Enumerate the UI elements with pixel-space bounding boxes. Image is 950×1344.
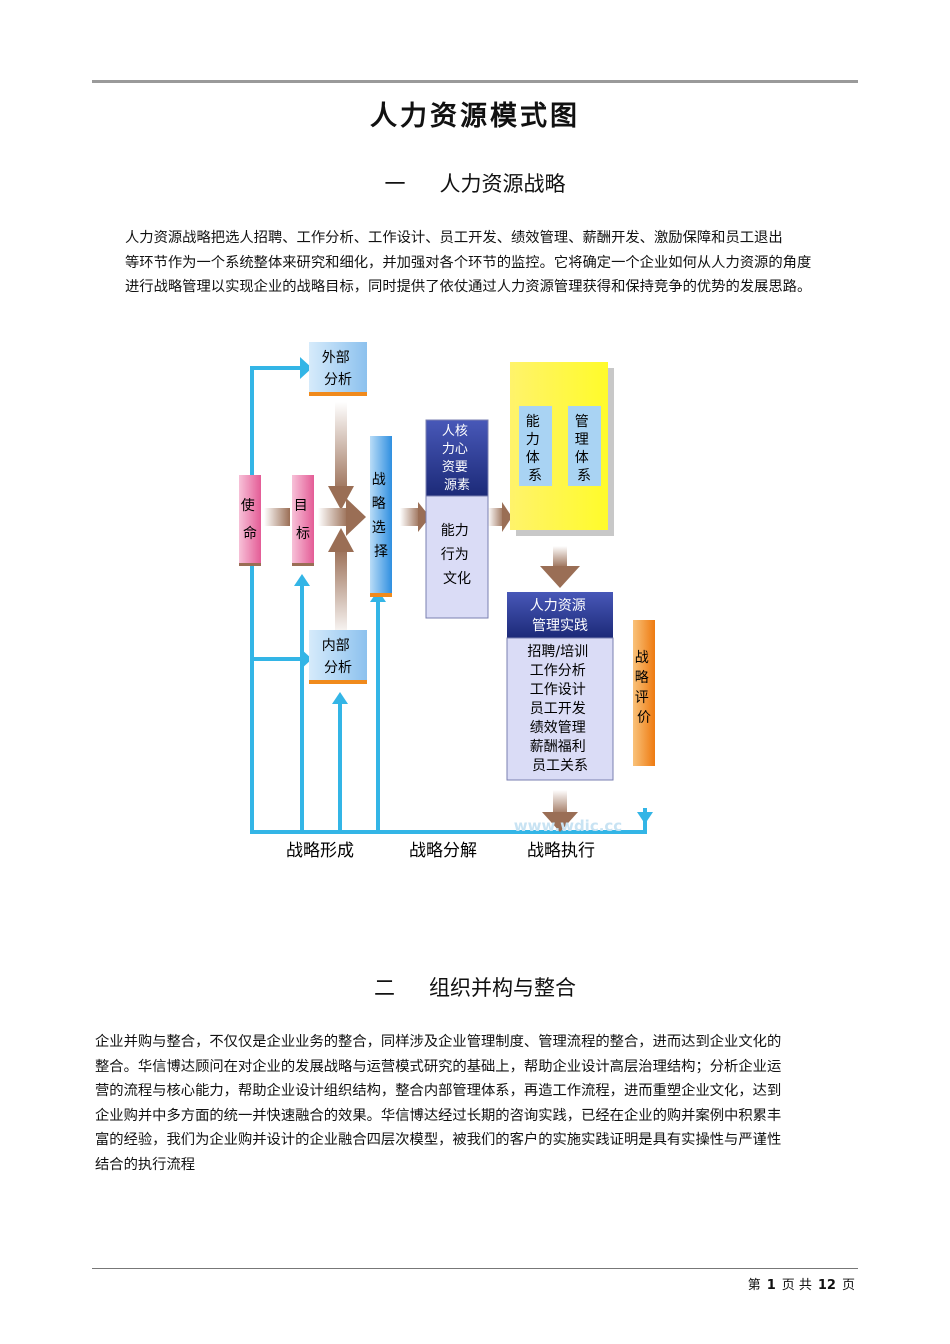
goal-char: 标 [296, 526, 310, 542]
hr-practice-item: 员工开发 [530, 701, 586, 717]
capability-culture-label: 能力 行为 文化 [441, 523, 473, 587]
paragraph-line: 结合的执行流程 [95, 1156, 196, 1173]
capability-system-char: 系 [528, 468, 542, 484]
hr-practice-header-label: 人力资源 管理实践 [530, 598, 590, 634]
strategy-evaluation-char: 价 [637, 710, 651, 726]
hr-practice-item: 工作分析 [530, 663, 586, 679]
hr-practice-list: 招聘/培训 工作分析 工作设计 员工开发 绩效管理 薪酬福利 员工关系 [527, 644, 592, 774]
external-analysis-line: 外部 [322, 350, 350, 366]
capability-system-char: 体 [526, 450, 540, 466]
section2-number: 二 [374, 976, 395, 1000]
footer-mid: 页 共 [781, 1278, 812, 1293]
paragraph-line: 企业购并中多方面的统一并快速融合的效果。华信博达经过长期的咨询实践，已经在企业的… [95, 1107, 782, 1124]
management-system-char: 管 [575, 414, 589, 430]
paragraph-line: 企业并购与整合，不仅仅是企业业务的整合，同样涉及企业管理制度、管理流程的整合，进… [95, 1034, 782, 1050]
strategy-choice-char: 略 [372, 496, 386, 512]
hr-practice-list-box [506, 637, 614, 781]
paragraph-line: 整合。华信博达顾问在对企业的发展战略与运营模式研究的基础上，帮助企业设计高层治理… [95, 1058, 782, 1075]
capability-system-char: 力 [526, 432, 540, 448]
capability-system-label: 能 力 体 系 [526, 414, 544, 484]
strategy-evaluation-char: 评 [635, 690, 649, 706]
process-arrows [264, 402, 580, 832]
phase-formation: 战略形成 [286, 841, 354, 861]
footer-prefix: 第 [747, 1278, 761, 1293]
mission-char: 命 [243, 525, 257, 542]
internal-analysis-box [309, 630, 367, 682]
section2-paragraph: 企业并购与整合，不仅仅是企业业务的整合，同样涉及企业管理制度、管理流程的整合，进… [95, 1030, 855, 1178]
section1-title: 人力资源战略 [439, 172, 566, 196]
capability-system-box [519, 406, 552, 486]
hr-practice-item: 薪酬福利 [530, 739, 586, 755]
external-analysis-box [309, 342, 367, 394]
management-system-label: 管 理 体 系 [575, 414, 593, 484]
mission-char: 使 [241, 497, 255, 514]
internal-analysis-label: 内部 分析 [322, 638, 354, 676]
management-system-box [568, 406, 601, 486]
section2-heading: 二 组织并构与整合 [0, 972, 950, 1002]
external-analysis-line: 分析 [324, 372, 352, 388]
hr-practice-header-line: 管理实践 [532, 618, 588, 634]
mission-label: 使 命 [241, 497, 259, 542]
core-hr-line: 力心 [442, 442, 468, 457]
top-rule [92, 80, 858, 83]
phase-decomposition: 战略分解 [409, 841, 477, 861]
management-system-char: 体 [575, 450, 589, 466]
goal-label: 目 标 [294, 498, 312, 542]
section1-paragraph: 人力资源战略把选人招聘、工作分析、工作设计、员工开发、绩效管理、薪酬开发、激励保… [95, 226, 855, 300]
mission-box [239, 475, 261, 565]
section1-heading: 一 人力资源战略 [0, 168, 950, 198]
page-number: 1 [766, 1278, 776, 1293]
phase-execution: 战略执行 [527, 841, 595, 861]
core-hr-line: 资要 [442, 460, 468, 475]
core-hr-label: 人核 力心 资要 源素 [442, 424, 472, 493]
hr-practice-header-line: 人力资源 [530, 598, 586, 614]
strategy-evaluation-box [633, 620, 655, 766]
goal-char: 目 [294, 498, 308, 514]
capability-culture-line: 文化 [443, 571, 471, 587]
watermark: www.wdic.cc [514, 817, 622, 835]
management-system-char: 理 [575, 432, 589, 448]
strategy-choice-box [370, 436, 392, 596]
core-hr-line: 人核 [442, 424, 468, 439]
goal-box [292, 475, 314, 565]
strategy-choice-char: 选 [372, 520, 386, 536]
page-total: 12 [817, 1278, 836, 1293]
strategy-choice-char: 战 [372, 472, 386, 488]
paragraph-line: 等环节作为一个系统整体来研究和细化，并加强对各个环节的监控。它将确定一个企业如何… [125, 254, 812, 271]
strategy-choice-label: 战 略 选 择 [372, 472, 390, 560]
hr-practice-item: 招聘/培训 [527, 644, 588, 660]
page-title: 人力资源模式图 [370, 101, 580, 132]
strategy-evaluation-char: 战 [635, 650, 649, 666]
strategy-choice-char: 择 [374, 544, 388, 560]
footer-suffix: 页 [841, 1278, 855, 1293]
hr-practice-item: 工作设计 [530, 682, 586, 698]
paragraph-line: 营的流程与核心能力，帮助企业设计组织结构，整合内部管理体系，再造工作流程，进而重… [95, 1083, 782, 1100]
paragraph-line: 人力资源战略把选人招聘、工作分析、工作设计、员工开发、绩效管理、薪酬开发、激励保… [125, 230, 783, 246]
hr-practice-header-box [507, 592, 613, 638]
paragraph-line: 富的经验，我们为企业购并设计的企业融合四层次模型，被我们的客户的实施实践证明是具… [95, 1132, 782, 1149]
hr-model-diagram: 外部 分析 使 命 目 标 战 略 选 择 内部 分析 人核 力心 资要 源素 … [239, 342, 655, 861]
external-analysis-label: 外部 分析 [322, 350, 354, 388]
core-hr-box [425, 419, 489, 497]
core-hr-line: 源素 [444, 478, 470, 493]
internal-analysis-line: 分析 [324, 660, 352, 676]
capability-culture-box [425, 495, 489, 619]
strategy-evaluation-label: 战 略 评 价 [635, 650, 653, 726]
hr-practice-item: 绩效管理 [530, 720, 586, 736]
section1-number: 一 [384, 172, 406, 196]
capability-system-char: 能 [526, 414, 540, 430]
capability-culture-line: 行为 [441, 547, 469, 563]
internal-analysis-line: 内部 [322, 638, 350, 654]
hr-practice-item: 员工关系 [532, 758, 588, 774]
bottom-rule [92, 1268, 858, 1269]
capability-culture-line: 能力 [441, 523, 469, 539]
section2-title: 组织并构与整合 [429, 976, 576, 1000]
paragraph-line: 进行战略管理以实现企业的战略目标，同时提供了依仗通过人力资源管理获得和保持竞争的… [125, 279, 812, 296]
management-system-char: 系 [577, 468, 591, 484]
strategy-evaluation-char: 略 [635, 670, 649, 686]
